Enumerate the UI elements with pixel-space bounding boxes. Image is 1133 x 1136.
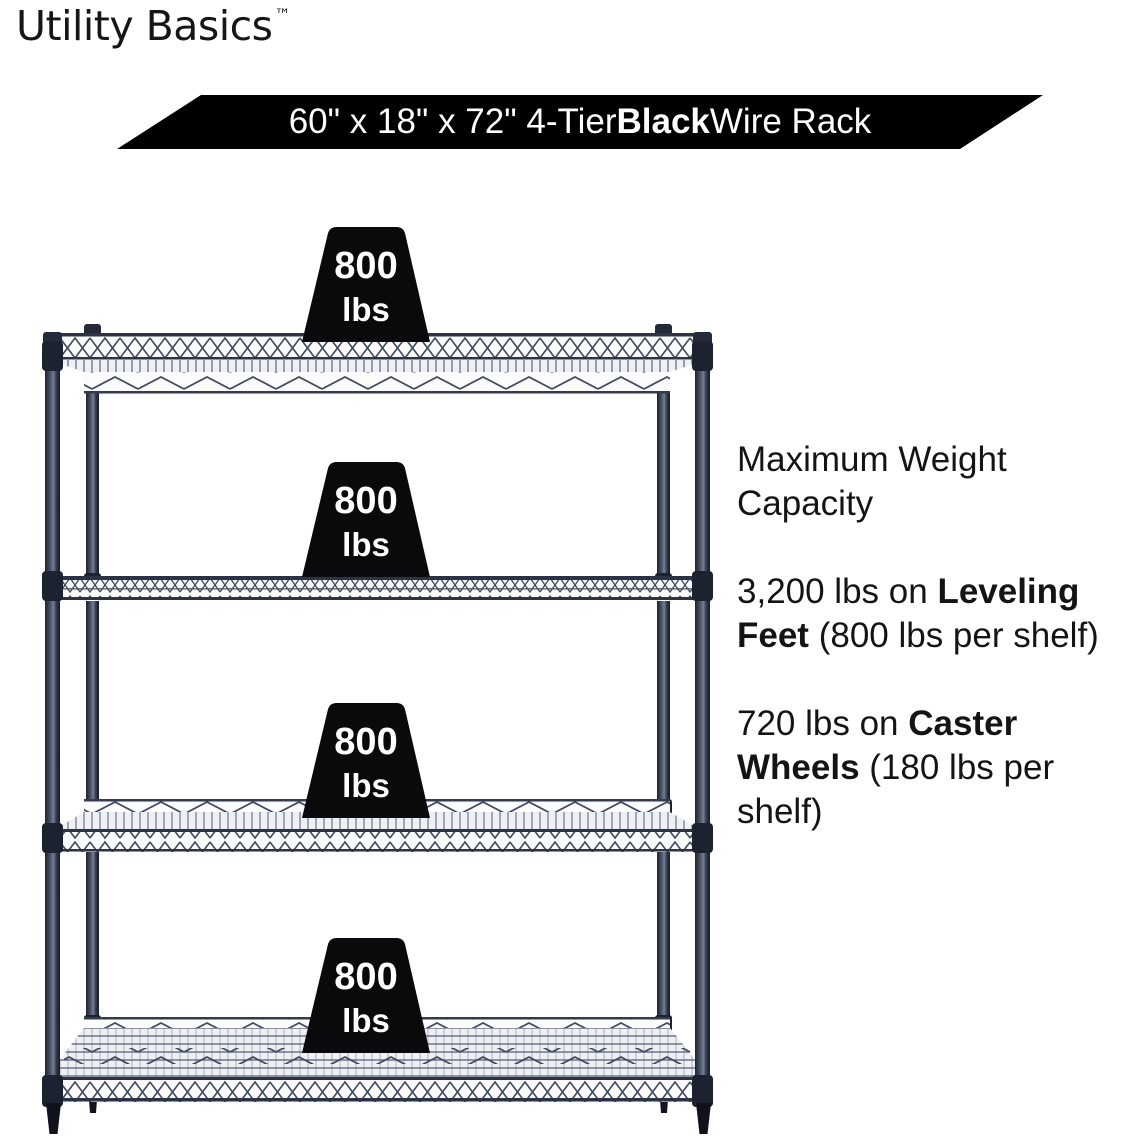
banner-text-bold: Black — [616, 102, 710, 141]
capacity-bold: Leveling Feet — [737, 572, 1080, 655]
badge-unit: lbs — [342, 291, 390, 328]
badge-value: 800 — [334, 956, 397, 998]
capacity-caster-wheels: 720 lbs on Caster Wheels (180 lbs per sh… — [737, 702, 1109, 834]
rack-shelf-2 — [44, 576, 711, 601]
weight-badge: 800 lbs — [302, 462, 430, 577]
info-heading: Maximum Weight Capacity — [737, 440, 1007, 523]
badge-value: 800 — [334, 721, 397, 763]
capacity-bold: Caster Wheels — [737, 704, 1018, 787]
trademark-symbol: ™ — [274, 5, 291, 24]
capacity-text: (180 lbs per shelf) — [737, 748, 1055, 831]
rack-leveling-foot-front-left — [46, 1103, 61, 1134]
capacity-text: (800 lbs per shelf) — [808, 616, 1099, 655]
brand-name: Utility Basics — [16, 2, 273, 50]
badge-value: 800 — [334, 480, 397, 522]
weight-badge: 800 lbs — [302, 938, 430, 1053]
weight-badge: 800 lbs — [302, 703, 430, 818]
badge-value: 800 — [334, 245, 397, 287]
info-panel: Maximum Weight Capacity 3,200 lbs on Lev… — [737, 438, 1109, 878]
banner-text-prefix: 60" x 18" x 72" 4-Tier — [288, 102, 617, 141]
rack-leveling-foot-front-right — [696, 1103, 711, 1134]
weight-badge: 800 lbs — [302, 227, 430, 342]
badge-unit: lbs — [342, 767, 390, 804]
capacity-leveling-feet: 3,200 lbs on Leveling Feet (800 lbs per … — [737, 570, 1109, 658]
banner-text-suffix: Wire Rack — [709, 102, 872, 141]
badge-unit: lbs — [342, 1002, 390, 1039]
rack-front-posts — [42, 332, 713, 1134]
weight-badges: 800 lbs 800 lbs 800 lbs 800 lbs — [302, 227, 430, 1053]
product-title-banner: 60" x 18" x 72" 4-Tier Black Wire Rack — [117, 95, 1043, 149]
capacity-text: 3,200 lbs on — [737, 572, 938, 611]
rack-shelf-1 — [44, 333, 711, 394]
capacity-text: 720 lbs on — [737, 704, 909, 743]
badge-unit: lbs — [342, 526, 390, 563]
